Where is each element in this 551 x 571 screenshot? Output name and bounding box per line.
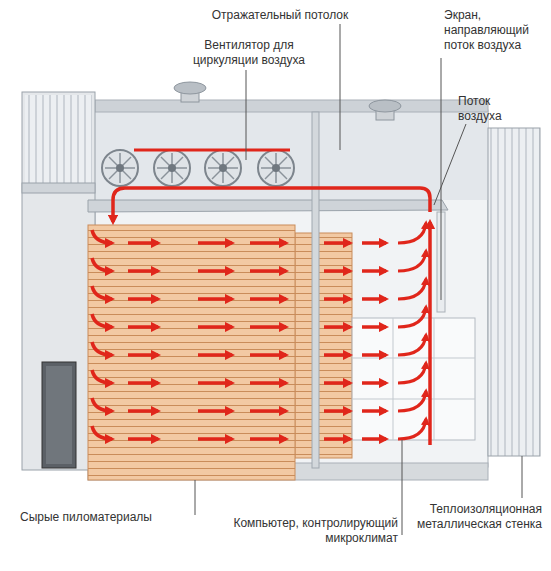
air-flow-row — [92, 335, 426, 355]
air-flow-row — [92, 363, 426, 383]
leader-line — [441, 58, 442, 300]
door — [42, 362, 76, 468]
callout-label: Вентилятор для циркуляции воздуха — [188, 38, 310, 68]
air-arrow — [428, 222, 432, 445]
roof-vent-cap — [174, 82, 206, 94]
wall-band — [22, 183, 95, 193]
air-flow-row — [92, 307, 426, 327]
callout-label: Поток воздуха — [458, 94, 520, 124]
insulated-wall — [488, 128, 540, 456]
circulation-fan — [154, 150, 190, 186]
leader-line — [246, 70, 247, 160]
circulation-fan — [258, 150, 294, 186]
lumber-stack — [295, 233, 352, 458]
callout-label: Компьютер, контролирующий микроклимат — [222, 516, 398, 546]
air-return-flow — [134, 149, 290, 152]
reflective-ceiling — [88, 200, 448, 212]
leader-line — [340, 24, 341, 150]
leader-line — [434, 124, 466, 205]
side-wall-ridges — [25, 95, 92, 183]
air-flow-row — [92, 391, 426, 411]
air-flow-row — [92, 223, 426, 243]
air-return-flow — [113, 188, 430, 222]
roof — [95, 100, 488, 112]
callout-label: Экран, направляющий поток воздуха — [444, 8, 544, 53]
callout-label: Отражательный потолок — [200, 8, 360, 23]
circulation-fan — [205, 150, 241, 186]
leader-line — [195, 480, 196, 515]
roof-vent-cap — [369, 100, 401, 112]
support-pillar — [312, 112, 319, 468]
air-flow-row — [92, 251, 426, 271]
lumber-stack — [88, 225, 295, 480]
callout-label: Сырые пиломатериалы — [20, 510, 190, 525]
air-flow-row — [92, 279, 426, 299]
leader-line — [522, 456, 523, 498]
side-wall — [22, 92, 95, 470]
circulation-fan — [102, 150, 138, 186]
callout-label: Теплоизоляционная металлическая стенка — [400, 502, 542, 532]
door-panel — [46, 366, 72, 464]
air-flow-row — [92, 419, 426, 439]
leader-line — [402, 440, 403, 535]
